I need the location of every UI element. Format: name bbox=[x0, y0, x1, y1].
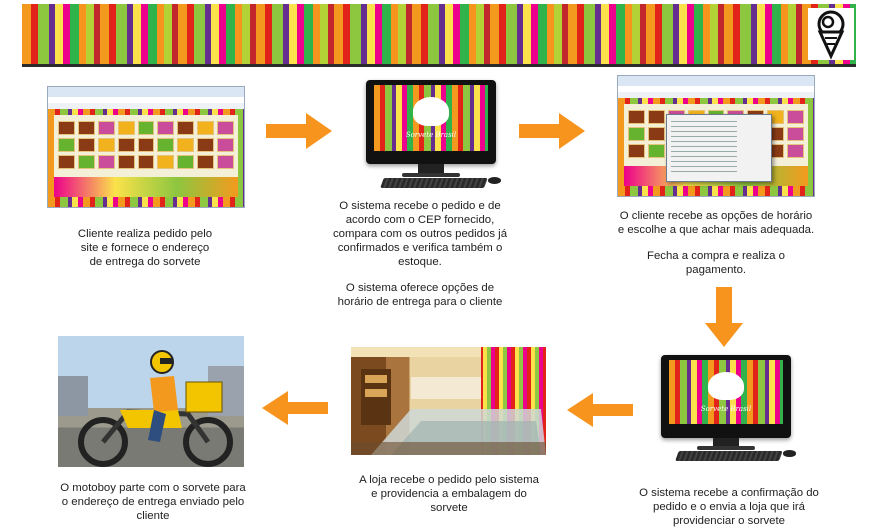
ice-cream-logo-icon bbox=[808, 8, 854, 60]
caption-line: O sistema oferece opções de bbox=[345, 282, 495, 294]
caption-line: e providencia a embalagem do bbox=[371, 488, 527, 500]
website-footer bbox=[54, 177, 238, 197]
caption-line: O sistema recebe a confirmação do bbox=[639, 487, 819, 499]
caption-line: pedido e o envia a loja que irá bbox=[653, 501, 805, 513]
monitor-brand-text: Sorvete Brasil bbox=[700, 405, 752, 414]
product-tiles bbox=[58, 121, 234, 169]
step-6-caption: O motoboy parte com o sorvete para o end… bbox=[42, 481, 264, 523]
caption-line: o endereço de entrega enviado pelo bbox=[61, 496, 245, 508]
computer-monitor: Sorvete Brasil bbox=[661, 355, 797, 461]
arrow-right-icon bbox=[266, 113, 332, 149]
monitor-screen: Sorvete Brasil bbox=[668, 359, 784, 425]
striped-banner bbox=[22, 4, 856, 64]
website-screenshot-order bbox=[47, 86, 245, 208]
banner-divider bbox=[22, 64, 856, 67]
website-content bbox=[54, 115, 238, 197]
computer-monitor: Sorvete Brasil bbox=[366, 80, 502, 188]
caption-line: Fecha a compra e realiza o bbox=[646, 250, 786, 262]
caption-line: A loja recebe o pedido pelo sistema bbox=[359, 474, 539, 486]
caption-line: O sistema recebe o pedido e de bbox=[339, 200, 501, 212]
monitor-frame: Sorvete Brasil bbox=[366, 80, 496, 165]
caption-line: estoque. bbox=[398, 256, 442, 268]
caption-line: compara com os outros pedidos já bbox=[332, 228, 508, 240]
motoboy-delivery-photo bbox=[58, 336, 244, 467]
arrow-left-icon bbox=[567, 393, 633, 427]
schedule-dialog bbox=[666, 114, 772, 182]
caption-line: sorvete bbox=[430, 502, 468, 514]
monitor-base bbox=[697, 446, 755, 451]
step-2-caption: O sistema recebe o pedido e de acordo co… bbox=[316, 199, 524, 309]
schedule-list bbox=[671, 121, 737, 175]
step-3-caption: O cliente recebe as opções de horário e … bbox=[596, 209, 836, 277]
caption-line: de entrega do sorvete bbox=[89, 256, 201, 268]
keyboard-icon bbox=[379, 178, 488, 188]
monitor-screen: Sorvete Brasil bbox=[373, 85, 489, 151]
arrow-left-icon bbox=[262, 391, 328, 425]
caption-line: confirmados e verifica também o bbox=[337, 242, 503, 254]
mouse-icon bbox=[488, 177, 502, 184]
caption-line: horário de entrega para o cliente bbox=[337, 296, 503, 308]
caption-line: e escolhe a que achar mais adequada. bbox=[617, 224, 815, 236]
monitor-stand bbox=[713, 437, 739, 449]
monitor-frame: Sorvete Brasil bbox=[661, 355, 791, 438]
caption-line: O cliente recebe as opções de horário bbox=[619, 210, 813, 222]
keyboard-icon bbox=[674, 451, 783, 461]
arrow-right-icon bbox=[519, 113, 585, 149]
caption-line: cliente bbox=[136, 510, 170, 522]
caption-line: site e fornece o endereço bbox=[80, 242, 210, 254]
caption-line: pagamento. bbox=[685, 264, 747, 276]
monitor-base bbox=[402, 172, 460, 178]
monitor-brand-text: Sorvete Brasil bbox=[405, 131, 457, 140]
caption-line: providenciar o sorvete bbox=[672, 515, 786, 527]
caption-line: acordo com o CEP fornecido, bbox=[345, 214, 495, 226]
ice-cream-emblem-icon bbox=[707, 371, 745, 400]
mouse-icon bbox=[783, 450, 797, 457]
ice-cream-emblem-icon bbox=[412, 96, 450, 126]
step-4-caption: O sistema recebe a confirmação do pedido… bbox=[622, 486, 836, 528]
website-screenshot-schedule bbox=[617, 75, 815, 197]
arrow-down-icon bbox=[705, 287, 743, 347]
monitor-stand bbox=[418, 164, 444, 176]
step-1-caption: Cliente realiza pedido pelo site e forne… bbox=[52, 227, 238, 269]
caption-line: Cliente realiza pedido pelo bbox=[77, 228, 213, 240]
caption-line: O motoboy parte com o sorvete para bbox=[60, 482, 246, 494]
ice-cream-store-photo bbox=[351, 347, 546, 455]
step-5-caption: A loja recebe o pedido pelo sistema e pr… bbox=[340, 473, 558, 515]
